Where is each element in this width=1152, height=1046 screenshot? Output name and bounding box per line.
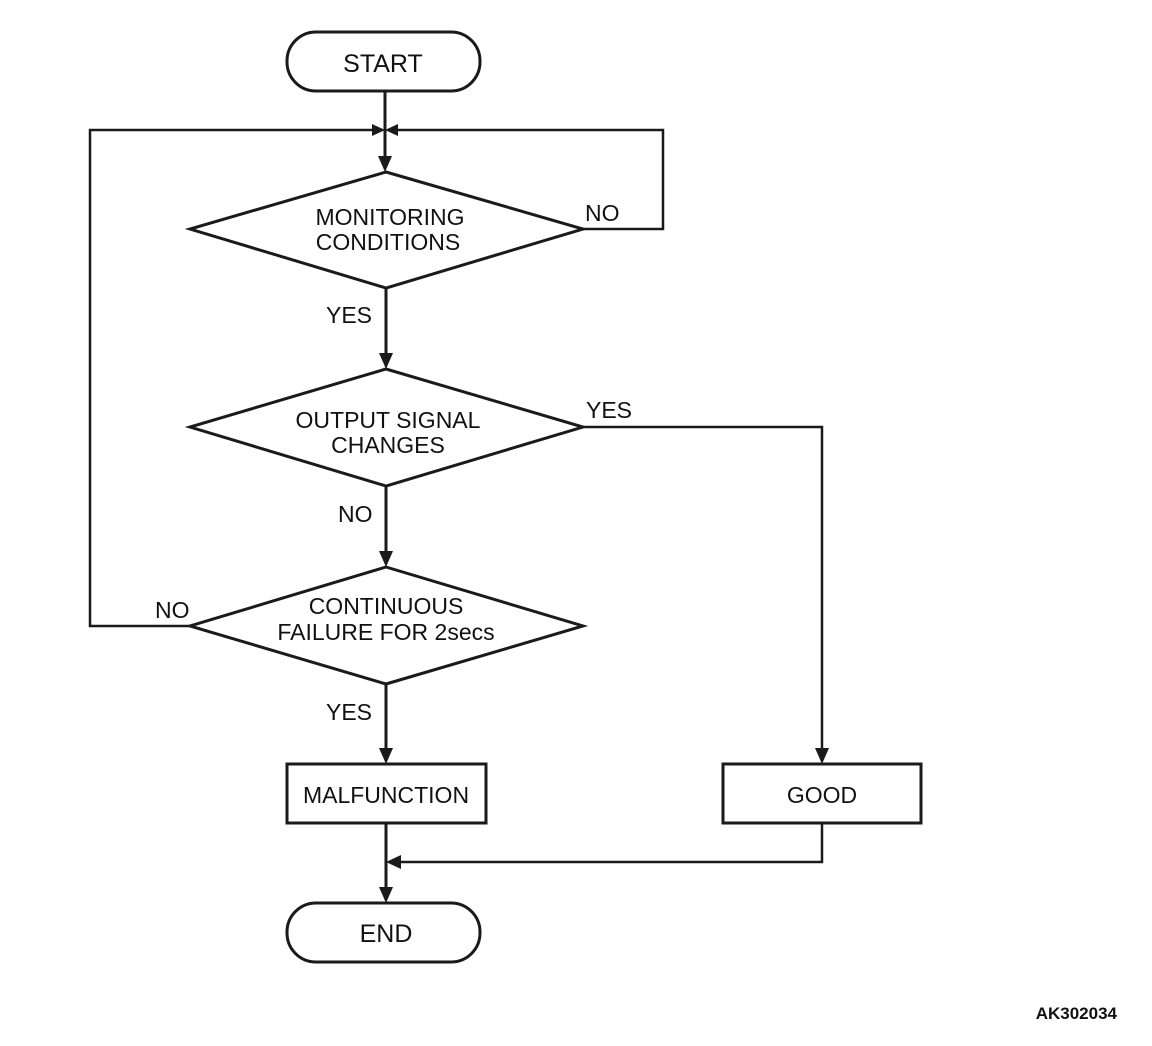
arrow-into-output-signal — [379, 353, 393, 369]
good-label: GOOD — [787, 782, 857, 808]
arrow-into-monitoring — [378, 156, 392, 172]
arrow-loop-right — [385, 124, 398, 136]
arrow-into-end — [379, 887, 393, 903]
decision-continuous-failure: CONTINUOUS FAILURE FOR 2secs — [184, 565, 589, 686]
connector-output-yes-to-good — [583, 425, 824, 752]
arrow-into-good — [815, 748, 829, 764]
process-good: GOOD — [721, 762, 923, 825]
output-yes-label: YES — [586, 397, 632, 423]
end-terminal: END — [285, 901, 482, 964]
end-label: END — [360, 920, 413, 948]
arrow-merge-from-good — [386, 855, 401, 869]
monitoring-line-2: CONDITIONS — [316, 229, 460, 255]
failure-yes-label: YES — [326, 699, 372, 725]
output-signal-line-2: CHANGES — [331, 432, 445, 458]
continuous-failure-line-2: FAILURE FOR 2secs — [277, 619, 494, 645]
connector-failure-no-loop — [88, 128, 374, 628]
output-no-label: NO — [338, 501, 373, 527]
figure-code: AK302034 — [1036, 1004, 1118, 1023]
monitoring-yes-label: YES — [326, 302, 372, 328]
decision-output-signal-changes: OUTPUT SIGNAL CHANGES — [184, 367, 589, 488]
output-signal-line-1: OUTPUT SIGNAL — [296, 407, 481, 433]
monitoring-no-label: NO — [585, 200, 620, 226]
malfunction-label: MALFUNCTION — [303, 782, 469, 808]
process-malfunction: MALFUNCTION — [285, 762, 488, 825]
continuous-failure-line-1: CONTINUOUS — [309, 593, 464, 619]
arrow-into-malfunction — [379, 748, 393, 764]
arrow-into-continuous-failure — [379, 551, 393, 567]
connector-monitoring-no-loop — [396, 128, 665, 231]
start-label: START — [343, 50, 423, 78]
monitoring-line-1: MONITORING — [315, 204, 464, 230]
start-terminal: START — [285, 30, 482, 93]
arrow-loop-left — [372, 124, 385, 136]
failure-no-label: NO — [155, 597, 190, 623]
connector-good-to-end — [399, 823, 824, 864]
decision-monitoring-conditions: MONITORING CONDITIONS — [184, 170, 589, 290]
